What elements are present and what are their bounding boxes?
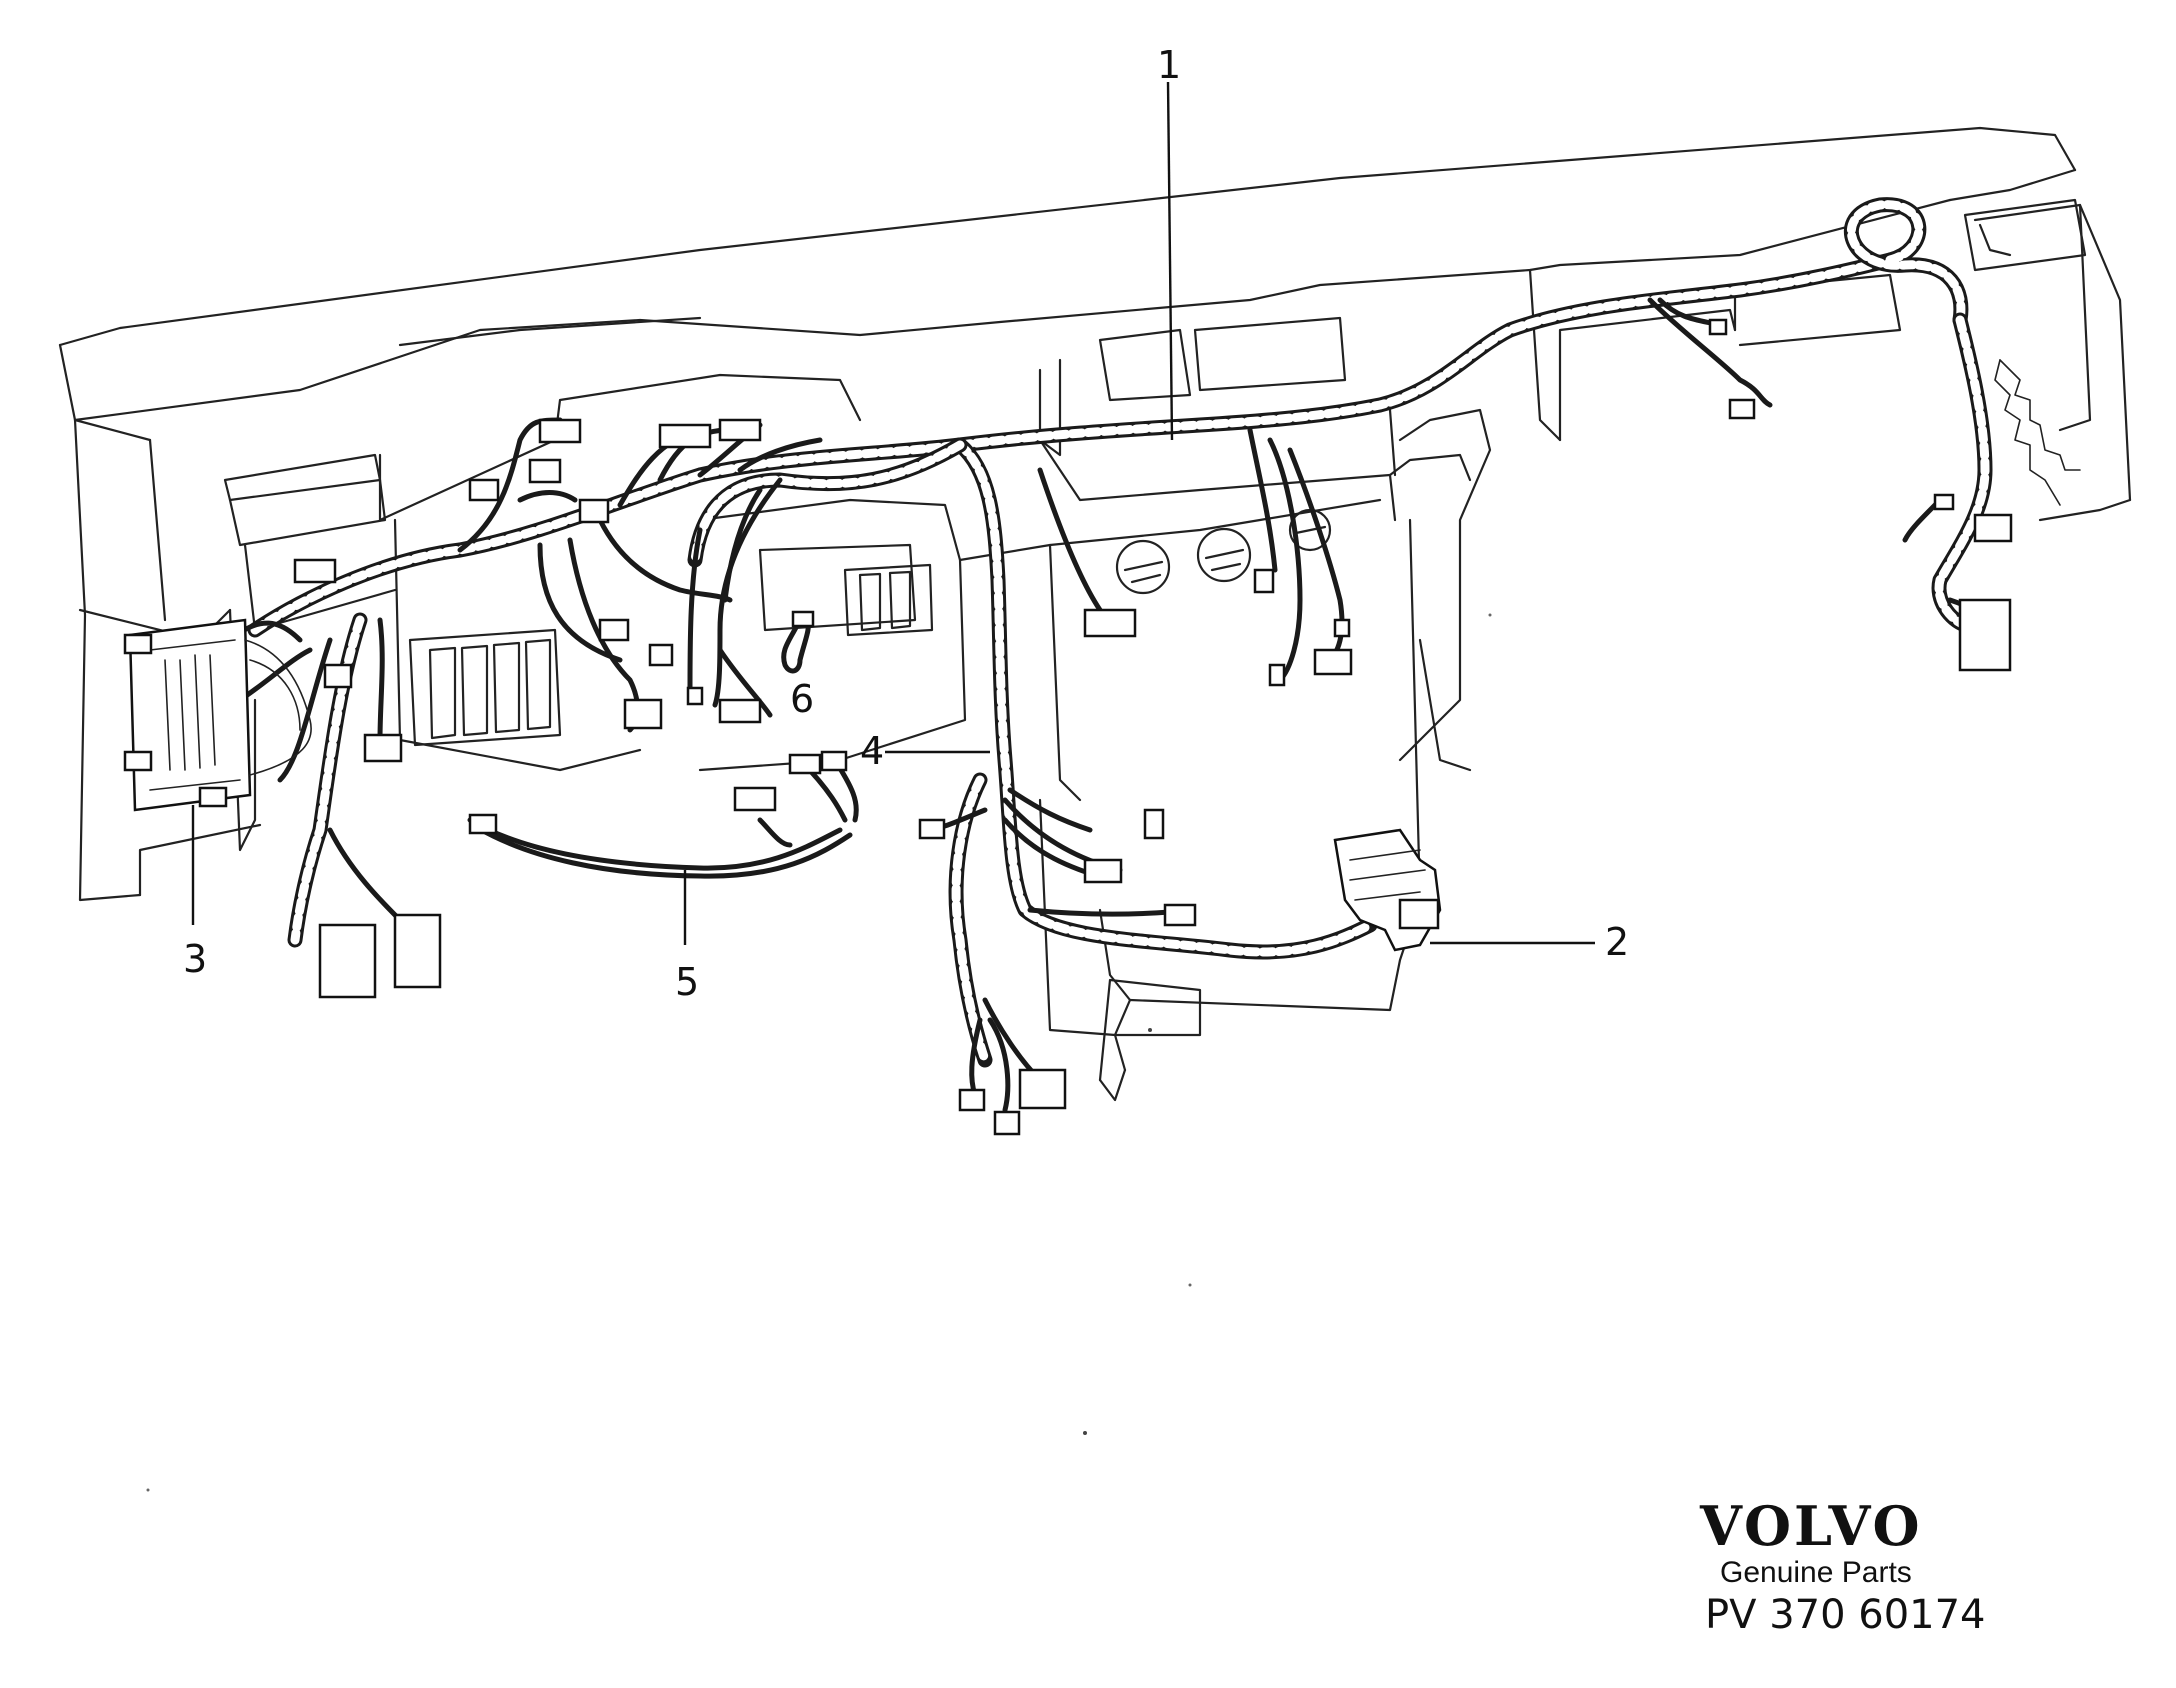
connector (1728, 398, 1756, 420)
connector (791, 610, 815, 628)
connector (1018, 1068, 1067, 1110)
callout-5: 5 (675, 960, 699, 1004)
connector (293, 558, 337, 584)
connector (733, 786, 777, 812)
connector (1143, 808, 1165, 840)
connector (468, 813, 498, 835)
connector (648, 643, 674, 667)
connector (993, 1110, 1021, 1136)
harness-item-5 (467, 757, 859, 879)
connector (393, 913, 442, 989)
connector (1268, 663, 1286, 687)
connector (658, 423, 712, 449)
connector (1163, 903, 1197, 927)
callout-1-leader (1166, 81, 1174, 441)
connector (1958, 598, 2012, 672)
fuse-block (123, 618, 312, 812)
callout-4: 4 (860, 729, 884, 773)
brand-logo: VOLVO (1699, 1494, 1923, 1558)
connector (1083, 858, 1123, 884)
callouts: 1 2 3 4 5 6 (183, 43, 1629, 1004)
connector (1313, 648, 1353, 676)
callout-3: 3 (183, 937, 207, 981)
connector (1933, 493, 1955, 511)
connector (918, 818, 946, 840)
connector (363, 733, 403, 763)
brand-tagline: Genuine Parts (1720, 1556, 1912, 1589)
connector (958, 1088, 986, 1112)
connector (538, 418, 582, 444)
connector (318, 923, 377, 999)
connector (323, 663, 353, 689)
part-number: PV 370 60174 (1705, 1592, 1986, 1638)
brand-block: VOLVO Genuine Parts PV 370 60174 (1699, 1494, 1986, 1638)
connector (718, 418, 762, 442)
connector (1973, 513, 2013, 543)
harness-item-6 (781, 617, 811, 674)
scan-specks (146, 613, 1492, 1492)
connector (1083, 608, 1137, 638)
connector (1708, 318, 1728, 336)
connector (820, 750, 848, 772)
callout-2: 2 (1605, 920, 1629, 964)
callout-6: 6 (790, 677, 814, 721)
connector (1333, 618, 1351, 638)
connector (468, 478, 500, 502)
connector (1253, 568, 1275, 594)
connector (788, 753, 822, 775)
connector (718, 698, 762, 724)
main-harness (247, 197, 1993, 638)
connector (623, 698, 663, 730)
connector (686, 686, 704, 706)
multi-pin-connector (1333, 828, 1442, 952)
callout-1: 1 (1157, 43, 1181, 87)
connector (578, 498, 610, 524)
connector (528, 458, 562, 484)
connector (598, 618, 630, 642)
connectors (123, 318, 2013, 1136)
